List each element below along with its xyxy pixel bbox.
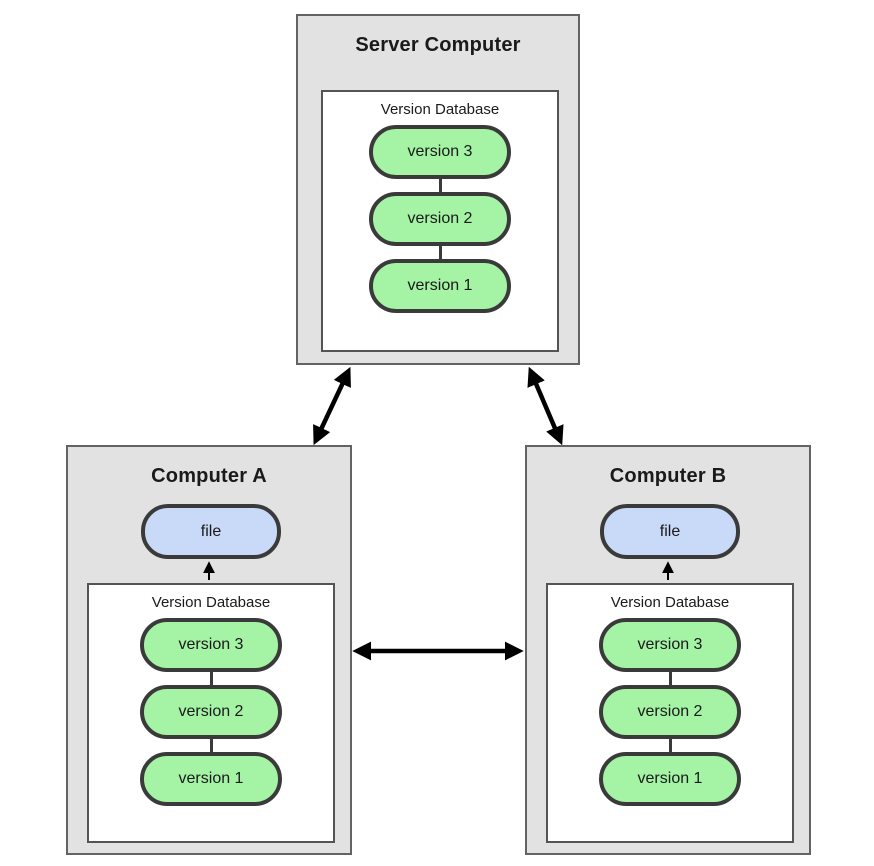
computer-b-box: Computer B file Version Database version…	[525, 445, 811, 855]
server-connector-2-1	[438, 246, 442, 259]
computer-a-version-2-label: version 2	[178, 703, 244, 720]
computer-a-version-database-box: Version Database version 3 version 2 ver…	[87, 583, 335, 843]
computer-a-version-2-pill: version 2	[140, 685, 282, 739]
computer-b-version-2-label: version 2	[637, 703, 703, 720]
bidirectional-arrow-server-computer-b	[527, 366, 564, 446]
server-version-database-box: Version Database version 3 version 2 ver…	[321, 90, 559, 352]
computer-b-version-3-label: version 3	[637, 636, 703, 653]
server-version-2-label: version 2	[407, 210, 473, 227]
computer-a-version-3-label: version 3	[178, 636, 244, 653]
server-computer-title: Server Computer	[355, 34, 521, 56]
computer-b-version-1-label: version 1	[637, 770, 703, 787]
computer-a-file-label: file	[200, 522, 222, 540]
computer-b-version-1-pill: version 1	[599, 752, 741, 806]
computer-b-version-database-box: Version Database version 3 version 2 ver…	[546, 583, 794, 843]
computer-a-connector-3-2	[209, 672, 213, 685]
server-version-database-label: Version Database	[380, 101, 500, 118]
computer-a-file-pill: file	[141, 504, 281, 559]
server-version-1-pill: version 1	[369, 259, 511, 313]
server-version-3-label: version 3	[407, 143, 473, 160]
computer-b-version-2-pill: version 2	[599, 685, 741, 739]
computer-b-file-pill: file	[600, 504, 740, 559]
computer-a-connector-2-1	[209, 739, 213, 752]
computer-a-version-database-label: Version Database	[151, 594, 271, 611]
server-computer-box: Server Computer Version Database version…	[296, 14, 580, 365]
computer-a-version-1-pill: version 1	[140, 752, 282, 806]
computer-b-version-3-pill: version 3	[599, 618, 741, 672]
computer-a-version-1-label: version 1	[178, 770, 244, 787]
computer-b-file-label: file	[659, 522, 681, 540]
computer-a-box: Computer A file Version Database version…	[66, 445, 352, 855]
computer-b-version-database-label: Version Database	[610, 594, 730, 611]
computer-b-connector-3-2	[668, 672, 672, 685]
server-version-3-pill: version 3	[369, 125, 511, 179]
computer-a-title: Computer A	[151, 465, 267, 487]
computer-b-connector-2-1	[668, 739, 672, 752]
server-version-2-pill: version 2	[369, 192, 511, 246]
bidirectional-arrow-server-computer-a	[313, 366, 351, 446]
server-version-1-label: version 1	[407, 277, 473, 294]
computer-b-title: Computer B	[609, 465, 727, 487]
computer-a-version-3-pill: version 3	[140, 618, 282, 672]
server-connector-3-2	[438, 179, 442, 192]
